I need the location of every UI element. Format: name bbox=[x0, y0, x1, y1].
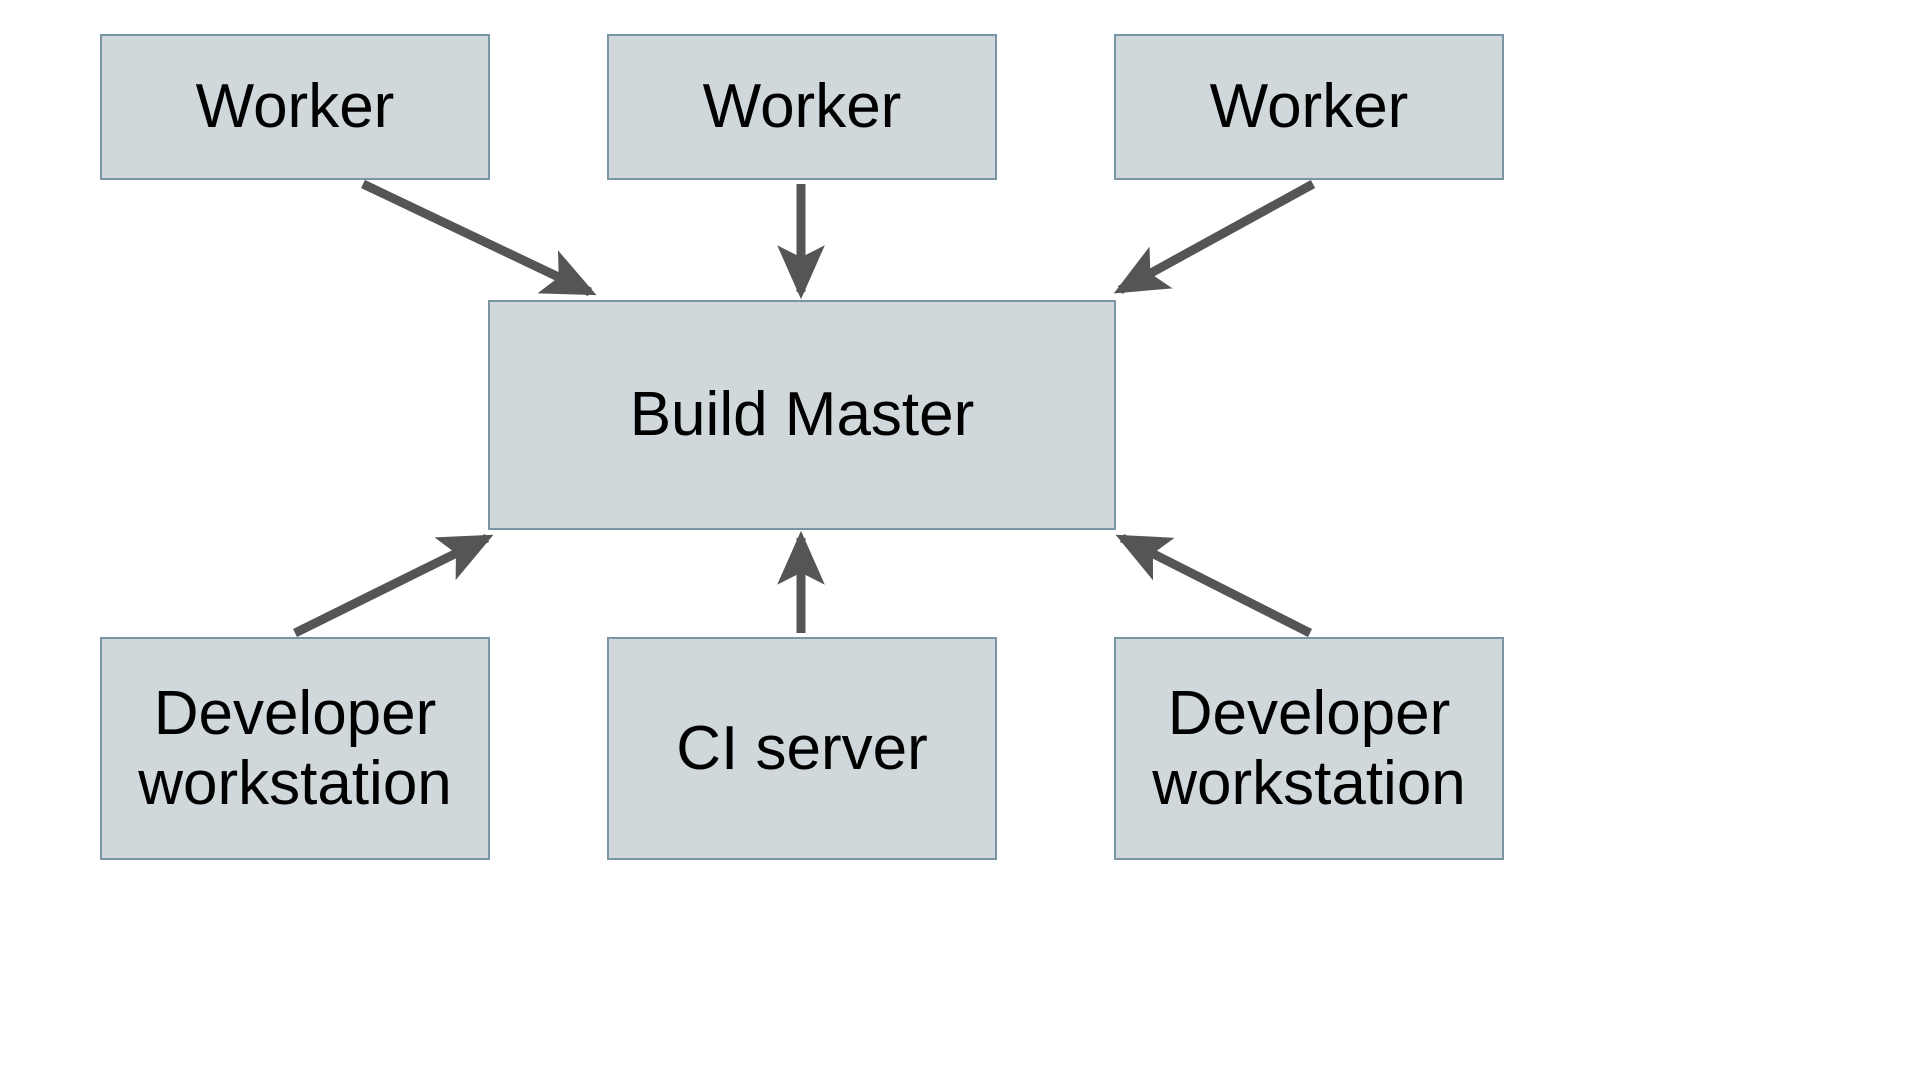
node-worker-2-label: Worker bbox=[702, 72, 902, 142]
node-ci-server[interactable]: CI server bbox=[607, 637, 997, 860]
node-worker-3[interactable]: Worker bbox=[1114, 34, 1504, 180]
node-worker-3-label: Worker bbox=[1209, 72, 1409, 142]
node-developer-workstation-1[interactable]: Developer workstation bbox=[100, 637, 490, 860]
node-developer-workstation-1-label: Developer workstation bbox=[138, 679, 452, 818]
edge-worker-1-to-build-master bbox=[361, 179, 597, 297]
node-build-master-label: Build Master bbox=[629, 380, 975, 450]
node-worker-1-label: Worker bbox=[195, 72, 395, 142]
node-worker-2[interactable]: Worker bbox=[607, 34, 997, 180]
node-developer-workstation-2[interactable]: Developer workstation bbox=[1114, 637, 1504, 860]
edge-dev-ws-2-to-build-master bbox=[1115, 533, 1313, 638]
node-build-master[interactable]: Build Master bbox=[488, 300, 1116, 530]
node-worker-1[interactable]: Worker bbox=[100, 34, 490, 180]
node-developer-workstation-2-label: Developer workstation bbox=[1152, 679, 1466, 818]
node-ci-server-label: CI server bbox=[676, 713, 928, 783]
edge-worker-3-to-build-master bbox=[1113, 180, 1316, 294]
edge-dev-ws-1-to-build-master bbox=[293, 533, 494, 638]
